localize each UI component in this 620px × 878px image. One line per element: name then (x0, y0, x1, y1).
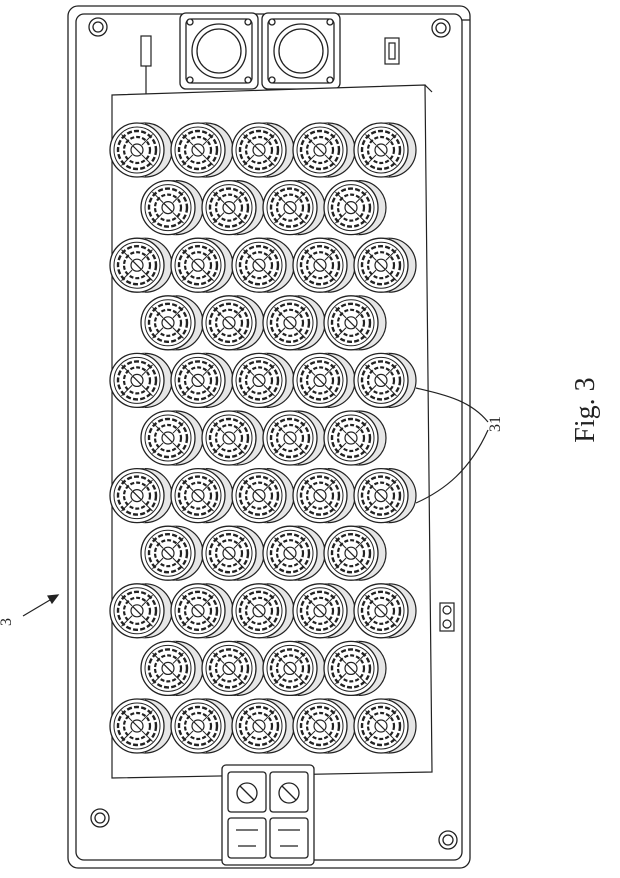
leader-lines-31 (415, 387, 489, 504)
ultrasonic-transducer (323, 640, 387, 697)
ultrasonic-transducer (292, 467, 356, 524)
ultrasonic-transducer (353, 583, 417, 639)
mounting-holes (88, 17, 458, 850)
ultrasonic-transducer (170, 352, 234, 409)
ultrasonic-transducer-array (109, 122, 417, 754)
connector-left (179, 12, 259, 90)
ultrasonic-transducer (140, 410, 204, 466)
mounting-hole-bottom-right (438, 830, 458, 850)
reference-numeral-31: 31 (487, 416, 504, 432)
ultrasonic-transducer (109, 698, 173, 754)
small-dual-component (439, 602, 455, 632)
ultrasonic-transducer (170, 583, 234, 639)
ultrasonic-transducer (140, 640, 204, 697)
ultrasonic-transducer (201, 179, 265, 236)
mounting-hole-bottom-left (90, 808, 110, 828)
ultrasonic-transducer (292, 237, 356, 293)
ultrasonic-transducer (109, 352, 173, 409)
mounting-hole-top-left (88, 17, 108, 37)
ultrasonic-transducer (292, 352, 356, 409)
terminal-screw-left (236, 782, 258, 804)
ultrasonic-transducer (262, 640, 326, 697)
ultrasonic-transducer (292, 698, 356, 754)
ultrasonic-transducer (262, 295, 326, 351)
terminal-screw-right (278, 782, 300, 804)
ultrasonic-transducer (231, 583, 295, 639)
small-component-right (384, 37, 400, 65)
ultrasonic-transducer (323, 525, 387, 581)
ultrasonic-transducer (170, 698, 234, 754)
ultrasonic-transducer (353, 467, 417, 524)
ultrasonic-transducer (323, 179, 387, 236)
figure-caption: Fig. 3 (570, 377, 601, 442)
ultrasonic-transducer (323, 410, 387, 466)
ultrasonic-transducer (170, 122, 234, 178)
ultrasonic-transducer (353, 122, 417, 178)
mounting-hole-top-right (431, 18, 451, 38)
ultrasonic-transducer (140, 295, 204, 351)
ultrasonic-transducer (353, 237, 417, 293)
ultrasonic-transducer (231, 352, 295, 409)
ultrasonic-transducer (109, 583, 173, 639)
ultrasonic-transducer (231, 237, 295, 293)
ultrasonic-transducer (231, 698, 295, 754)
ultrasonic-transducer (262, 410, 326, 466)
ultrasonic-transducer (201, 640, 265, 697)
ultrasonic-transducer (292, 122, 356, 178)
reference-numeral-3: 3 (0, 618, 15, 626)
ultrasonic-transducer (109, 467, 173, 524)
ultrasonic-transducer (201, 525, 265, 581)
ultrasonic-transducer (140, 525, 204, 581)
ultrasonic-transducer (231, 122, 295, 178)
reference-arrow-3 (22, 594, 60, 617)
ultrasonic-transducer (323, 295, 387, 351)
ultrasonic-transducer (109, 122, 173, 178)
ultrasonic-transducer (353, 352, 417, 409)
ultrasonic-transducer (201, 410, 265, 466)
square-connectors (179, 12, 341, 90)
ultrasonic-transducer (262, 179, 326, 236)
ultrasonic-transducer (292, 583, 356, 639)
ultrasonic-transducer (170, 237, 234, 293)
ultrasonic-transducer (140, 179, 204, 236)
ultrasonic-transducer (262, 525, 326, 581)
ultrasonic-transducer (109, 237, 173, 293)
ultrasonic-transducer (353, 698, 417, 754)
terminal-block (221, 764, 315, 866)
ultrasonic-transducer (170, 467, 234, 524)
ultrasonic-transducer (201, 295, 265, 351)
ultrasonic-transducer (231, 467, 295, 524)
connector-right (261, 12, 341, 90)
